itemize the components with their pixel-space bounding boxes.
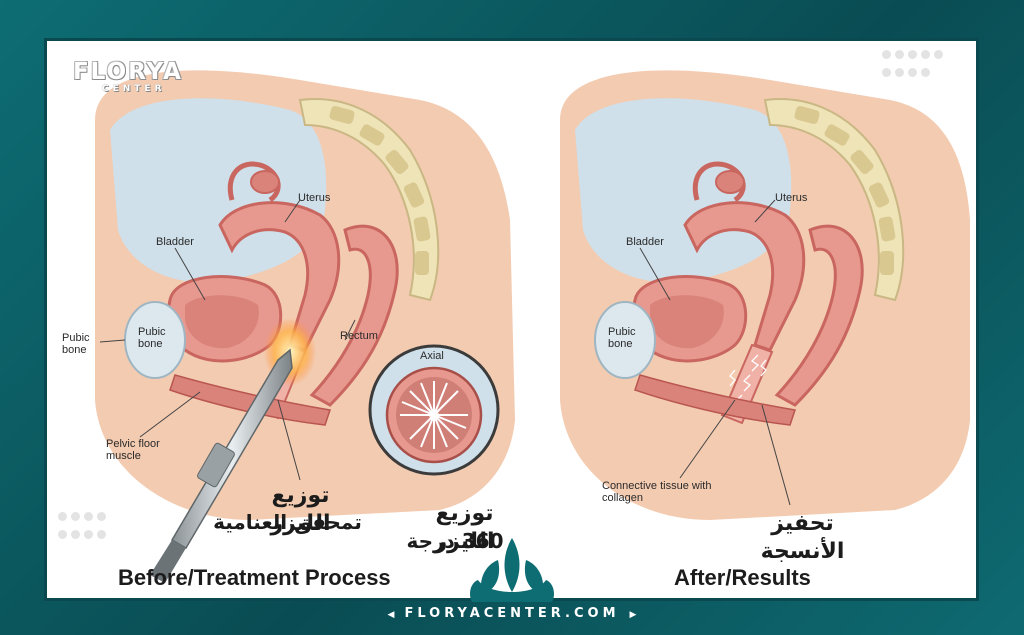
left-vertebrae (329, 106, 431, 275)
left-label-pubic-bone-inner: Pubic bone (138, 326, 166, 350)
left-arabic-laser: توزيع الليزر (270, 483, 331, 536)
left-pelvic-floor (169, 374, 331, 426)
left-label-pubic-bone-outer: Pubic bone (62, 332, 90, 356)
logo-sub-text: CENTER (102, 84, 166, 94)
right-pubic-bone (594, 301, 656, 379)
left-ovary (250, 170, 280, 194)
right-ovary (715, 170, 745, 194)
right-abdominal-cavity (575, 98, 792, 283)
laser-probe (150, 348, 293, 583)
right-leader-lines (639, 199, 791, 506)
right-uterus (683, 201, 806, 352)
footer-website-text: FLORYACENTER.COM (404, 606, 620, 621)
footer-website: ◀ FLORYACENTER.COM ▶ (0, 606, 1024, 630)
axial-inset (368, 344, 500, 476)
left-rectum (309, 224, 399, 407)
right-arabic-tissue: تحفيز الأنسجة (760, 511, 845, 564)
left-fallopian-tube (227, 161, 281, 203)
left-bladder-inner (185, 295, 259, 349)
lotus-emblem-icon (470, 538, 554, 602)
left-label-bladder: Bladder (156, 236, 194, 248)
right-pelvic-floor (634, 374, 796, 426)
left-anatomy (95, 70, 515, 583)
inset-title: Axial (420, 350, 444, 362)
left-caption: Before/Treatment Process (118, 565, 391, 590)
inset-arabic-line2: 360 درجة (406, 529, 504, 553)
inset-arabic-line1: توزيع الليزر (434, 501, 495, 554)
right-spine (763, 98, 905, 302)
left-spine (298, 98, 440, 302)
right-label-pubic-bone: Pubic bone (608, 326, 636, 350)
left-label-uterus: Uterus (298, 192, 331, 204)
left-label-rectum: Rectum (340, 330, 378, 342)
right-label-uterus: Uterus (775, 192, 808, 204)
left-uterus (218, 201, 341, 352)
logo-main-text: FLORYA (73, 59, 183, 85)
right-anatomy (560, 70, 970, 521)
decorative-dots-top-right (880, 48, 960, 84)
florya-logo: FLORYA CENTER (68, 60, 188, 104)
left-leader-lines (99, 199, 356, 481)
right-label-bladder: Bladder (626, 236, 664, 248)
left-abdominal-cavity (110, 98, 327, 283)
right-bladder-inner (650, 295, 724, 349)
left-arabic-laser-sub: تمحفق العنامية (213, 510, 362, 534)
right-rectum (774, 224, 864, 407)
footer-right-arrow-icon: ▶ (629, 610, 637, 620)
right-fallopian-tube (692, 161, 746, 203)
left-label-pelvic-floor: Pelvic floor muscle (106, 438, 160, 462)
radial-arrows (400, 381, 468, 449)
right-caption: After/Results (674, 565, 811, 590)
decorative-dots-bottom-left (56, 510, 116, 546)
right-vertebrae (794, 106, 896, 275)
right-label-connective-tissue: Connective tissue with collagen (602, 480, 712, 504)
footer-left-arrow-icon: ◀ (387, 610, 395, 620)
